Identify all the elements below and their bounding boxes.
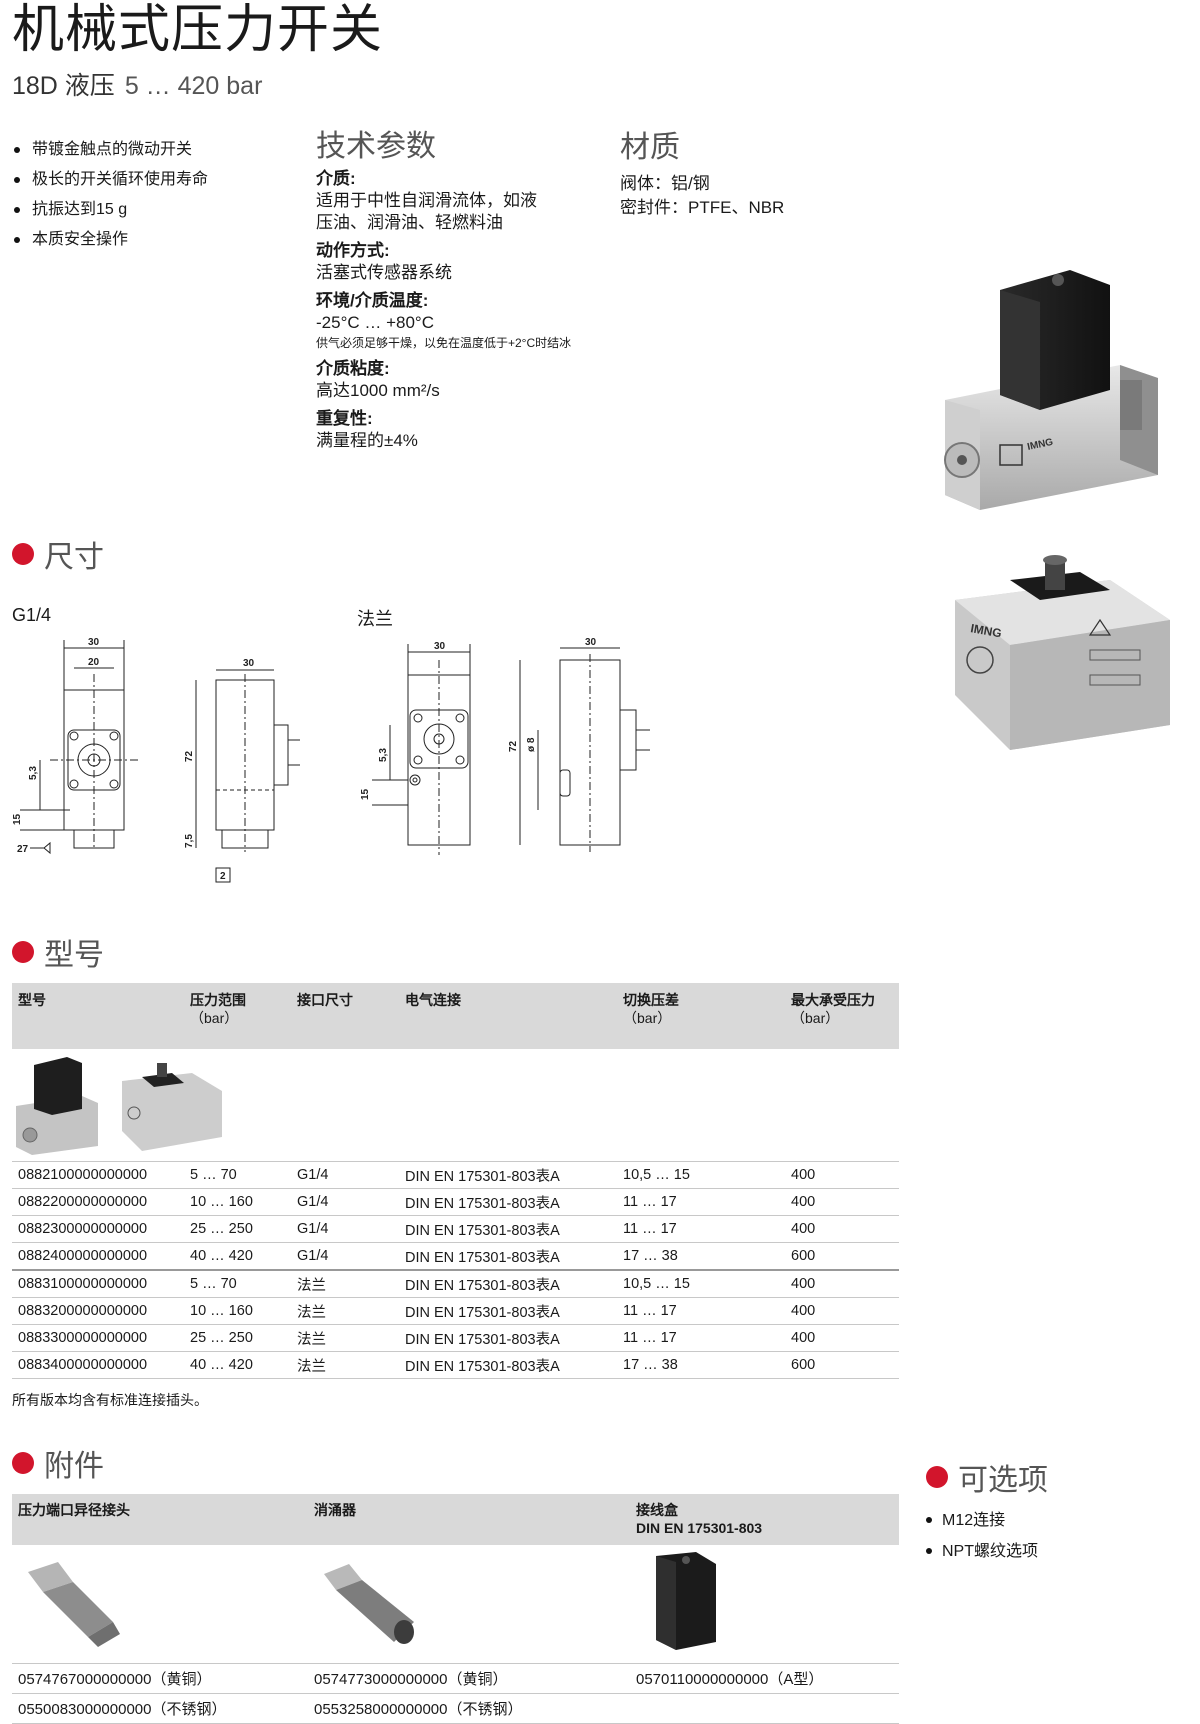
option-item: NPT螺纹选项: [926, 1536, 1038, 1567]
dim-value: 7,5: [184, 834, 195, 848]
feature-item: 极长的开关循环使用寿命: [12, 165, 208, 195]
param-label: 介质粘度:: [316, 359, 390, 378]
param-value: -25°C … +80°C: [316, 313, 435, 332]
table-row: 0550083000000000（不锈钢）0553258000000000（不锈…: [12, 1693, 899, 1724]
tech-params: 技术参数 介质: 适用于中性自润滑流体，如液 压油、润滑油、轻燃料油 动作方式:…: [316, 130, 646, 452]
page-title: 机械式压力开关: [12, 1, 384, 59]
options-list: M12连接 NPT螺纹选项: [926, 1505, 1038, 1567]
dim-value: 15: [360, 788, 371, 800]
product-brand: IMNG: [969, 621, 1002, 640]
product-photo-m12: IMNG: [955, 555, 1170, 750]
param-value: 满量程的±4%: [316, 431, 418, 450]
col-header: 最大承受压力（bar）: [785, 983, 899, 1049]
param-label: 动作方式:: [316, 241, 390, 260]
material-body: 阀体：铝/钢: [620, 174, 710, 193]
section-title: 可选项: [958, 1464, 1048, 1497]
param-label: 重复性:: [316, 409, 373, 428]
dim-value: 20: [88, 657, 100, 668]
col-header: 压力范围（bar）: [184, 983, 291, 1049]
param-label: 环境/介质温度:: [316, 291, 429, 310]
material-section: 材质 阀体：铝/钢 密封件：PTFE、NBR: [620, 131, 785, 220]
dim-label-g14: G1/4: [12, 605, 52, 625]
subtitle-model: 18D 液压: [12, 72, 115, 100]
section-title: 附件: [44, 1450, 104, 1483]
param-value: 适用于中性自润滑流体，如液: [316, 191, 537, 210]
section-bullet: [926, 1466, 948, 1488]
param-label: 介质:: [316, 169, 356, 188]
dim-value: ø 8: [526, 737, 537, 752]
section-title: 型号: [44, 939, 104, 972]
junction-box-photo: [656, 1552, 716, 1650]
feature-list: 带镀金触点的微动开关 极长的开关循环使用寿命 抗振达到15 g 本质安全操作: [12, 135, 208, 255]
param-value: 高达1000 mm²/s: [316, 381, 440, 400]
snubber-photo: [324, 1564, 414, 1644]
col-header: 切换压差（bar）: [617, 983, 785, 1049]
section-bullet: [12, 941, 34, 963]
table-row: 0574767000000000（黄铜）0574773000000000（黄铜）…: [12, 1663, 899, 1694]
col-header: 消涌器: [308, 1494, 630, 1545]
tech-params-heading: 技术参数: [316, 130, 436, 163]
dim-value: 2: [220, 871, 226, 882]
col-header: 接口尺寸: [291, 983, 399, 1049]
section-bullet: [12, 543, 34, 565]
feature-item: 带镀金触点的微动开关: [12, 135, 208, 165]
feature-item: 本质安全操作: [12, 225, 208, 255]
param-value: 活塞式传感器系统: [316, 263, 452, 282]
models-note: 所有版本均含有标准连接插头。: [12, 1392, 208, 1408]
col-header: 型号: [12, 983, 184, 1049]
options-heading: 可选项: [926, 1455, 1048, 1499]
param-value: 压油、润滑油、轻燃料油: [316, 213, 503, 232]
dim-value: 30: [243, 658, 255, 669]
dim-value: 5,3: [28, 766, 39, 780]
dimension-drawings: 30 20 5,3 15 27 30 72 7,5 2 30 5,3 15 30…: [12, 637, 650, 883]
adapter-photo: [28, 1562, 120, 1647]
accessories-heading: 附件: [12, 1441, 104, 1485]
dim-value: 27: [17, 844, 29, 855]
material-seal: 密封件：PTFE、NBR: [620, 198, 785, 217]
section-title: 尺寸: [44, 541, 104, 574]
subtitle-range: 5 … 420 bar: [124, 72, 263, 100]
section-bullet: [12, 1452, 34, 1474]
dim-value: 30: [585, 637, 597, 648]
option-item: M12连接: [926, 1505, 1038, 1536]
product-brand: IMNG: [1026, 437, 1054, 453]
material-heading: 材质: [620, 131, 680, 164]
table-header: 型号 压力范围（bar） 接口尺寸 电气连接 切换压差（bar） 最大承受压力（…: [12, 983, 899, 1049]
param-note: 供气必须足够干燥，以免在温度低于+2°C时结冰: [316, 336, 572, 350]
dim-value: 30: [88, 637, 100, 648]
models-table: 型号 压力范围（bar） 接口尺寸 电气连接 切换压差（bar） 最大承受压力（…: [12, 983, 899, 1379]
dim-value: 15: [12, 813, 23, 825]
dim-value: 72: [184, 750, 195, 762]
model-thumbnails: [16, 1057, 222, 1155]
page-subtitle: 18D 液压 5 … 420 bar: [12, 66, 262, 102]
dim-value: 30: [434, 641, 446, 652]
feature-item: 抗振达到15 g: [12, 195, 208, 225]
dim-label-flange: 法兰: [357, 609, 393, 629]
models-heading: 型号: [12, 930, 104, 974]
col-header: 电气连接: [399, 983, 617, 1049]
dimensions-heading: 尺寸: [12, 532, 104, 576]
product-photo-din: IMNG: [944, 270, 1158, 510]
dim-value: 5,3: [378, 748, 389, 762]
col-header: 压力端口异径接头: [12, 1494, 308, 1545]
dim-value: 72: [508, 740, 519, 752]
